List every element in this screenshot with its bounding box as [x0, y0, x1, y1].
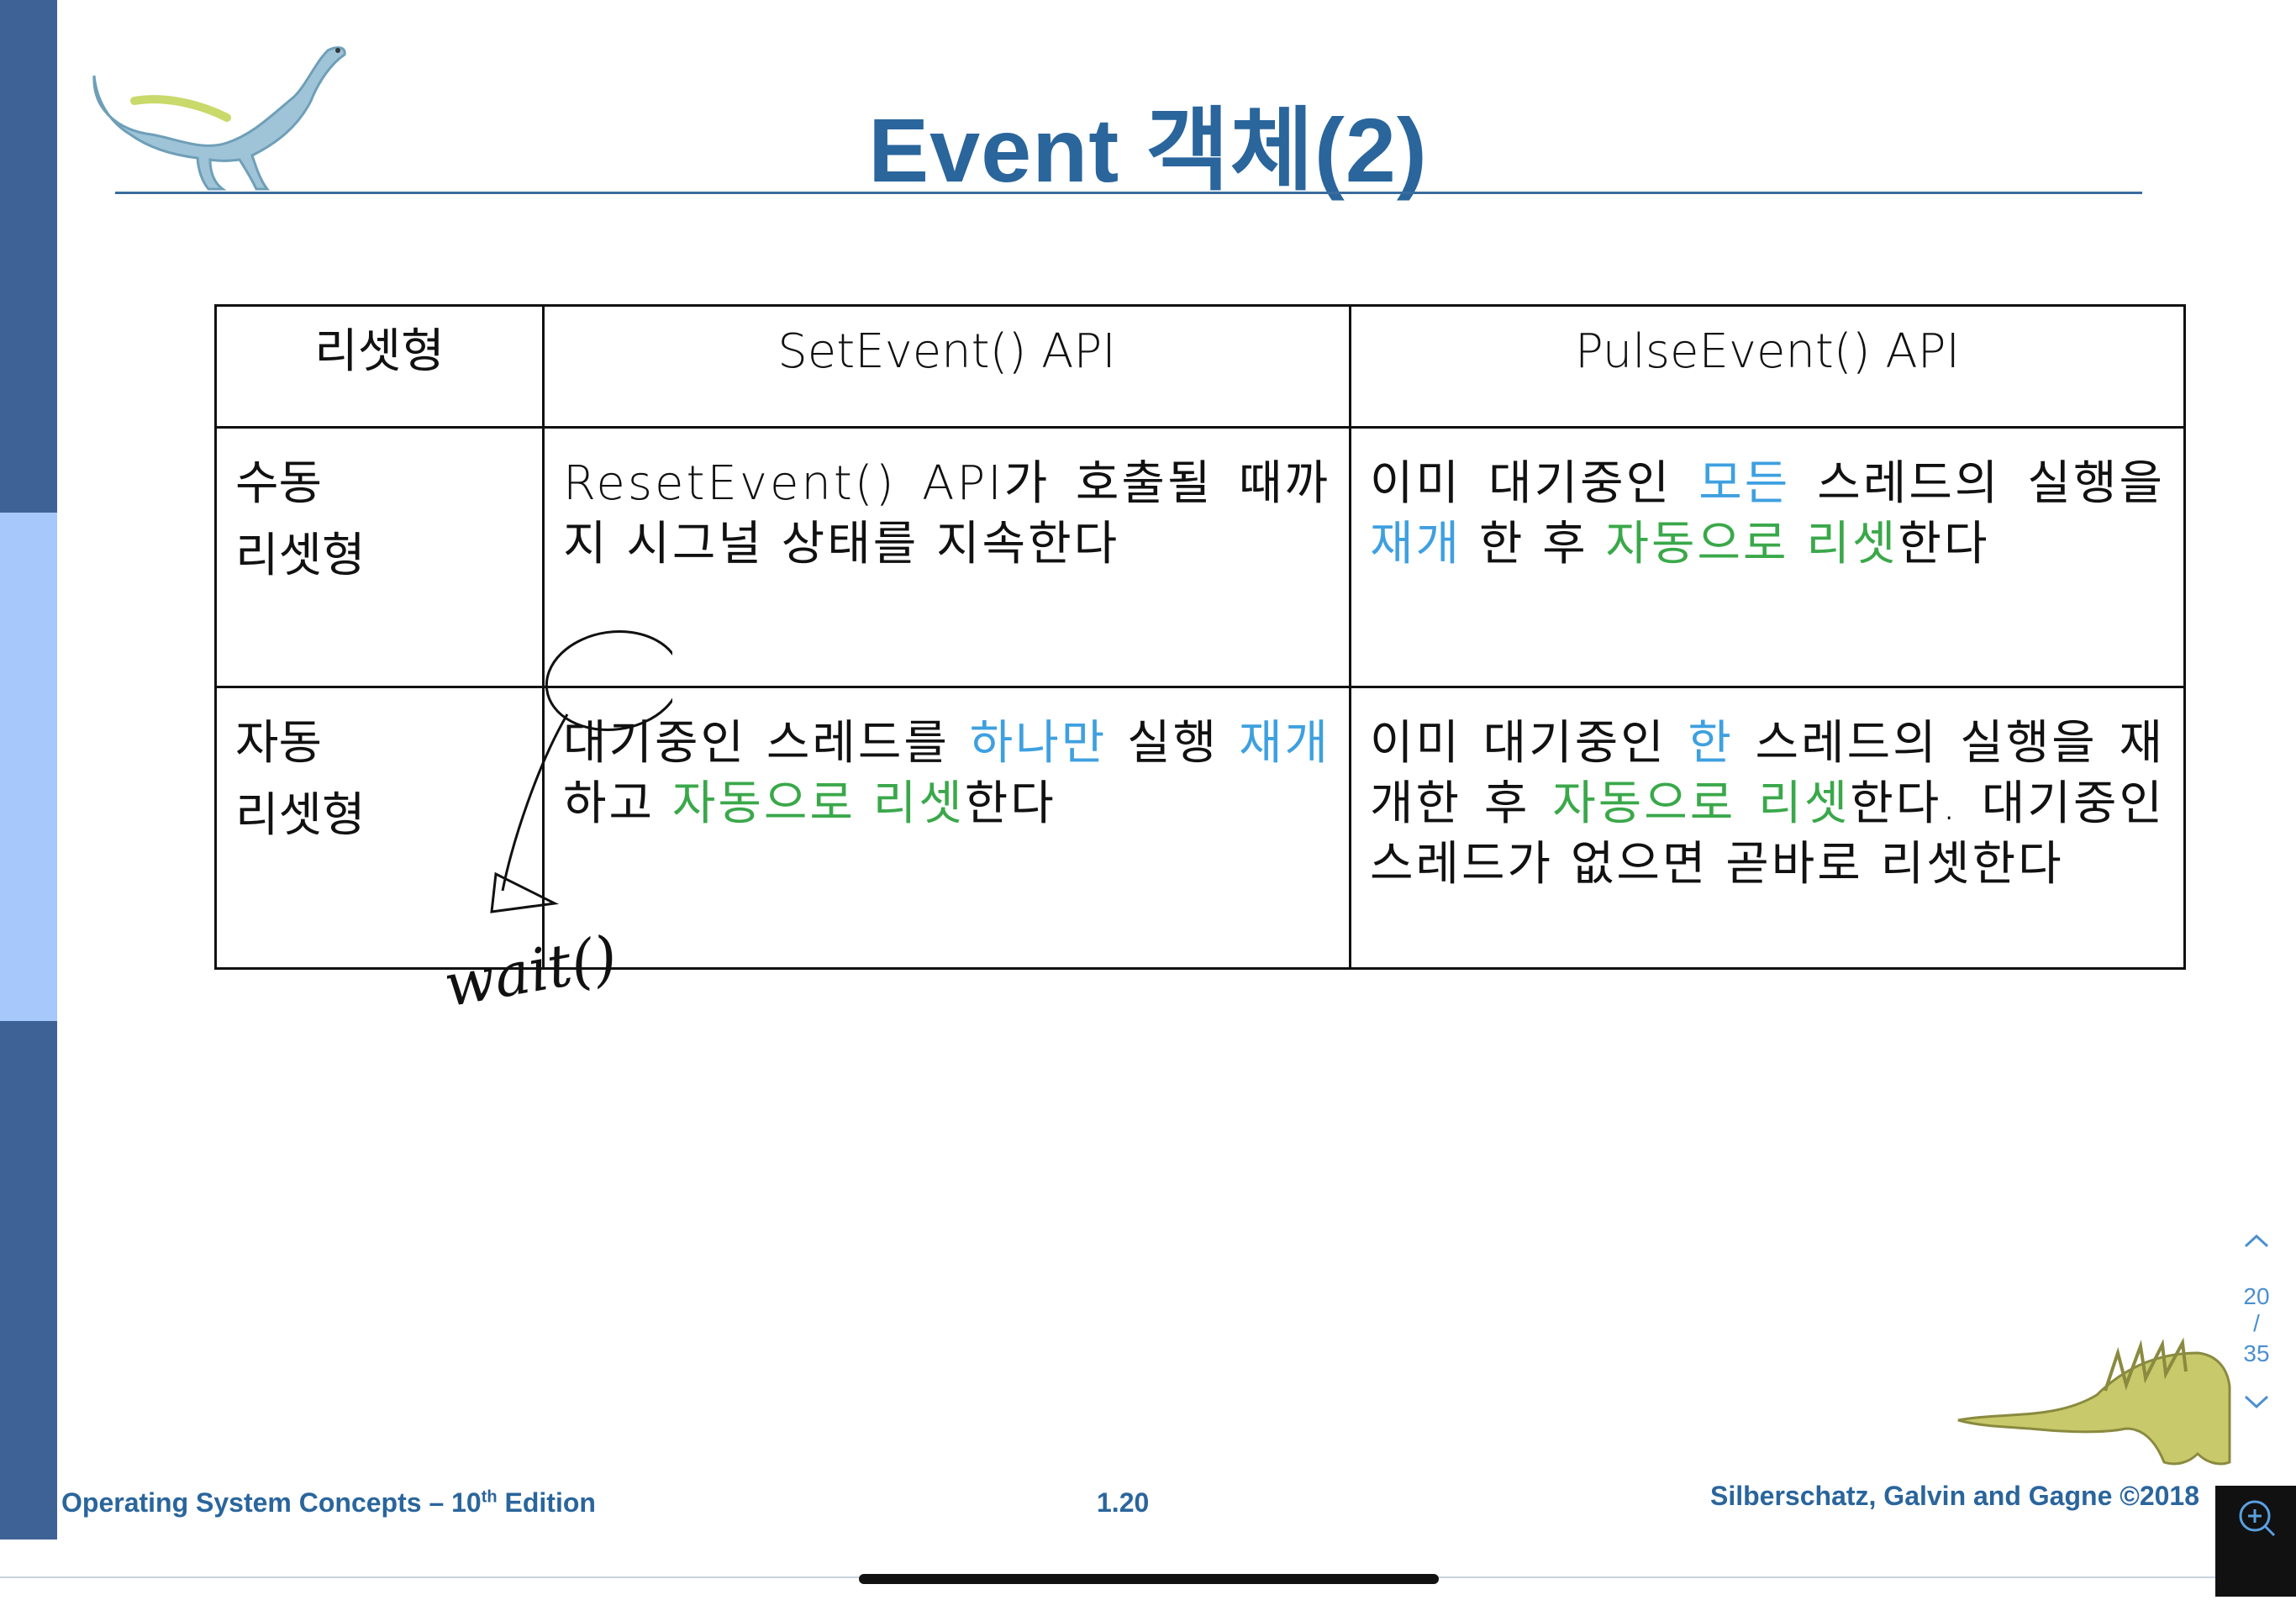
setevent-cell: 대기중인 스레드를 하나만 실행 재개하고 자동으로 리셋한다: [542, 686, 1351, 970]
page-indicator: 20 / 35: [2227, 1223, 2286, 1424]
chevron-up-icon[interactable]: [2227, 1223, 2286, 1256]
table-row-manual-reset: 수동 리셋형 ResetEvent() API가 호출될 때까지 시그널 상태를…: [214, 426, 2186, 688]
header-setevent: SetEvent() API: [542, 304, 1351, 429]
slide-title: Event 객체(2): [868, 99, 1428, 201]
footer-left-suffix: Edition: [497, 1487, 596, 1518]
header-pulseevent: PulseEvent() API: [1349, 304, 2186, 429]
highlight-green-text: 자동으로 리셋: [1605, 517, 1898, 571]
handwritten-annotation: [490, 629, 672, 913]
pulseevent-cell: 이미 대기중인 모든 스레드의 실행을 재개 한 후 자동으로 리셋한다: [1349, 426, 2186, 688]
text-run: 한다. 대기중인 스레드가 없으면 곧바로 리셋한다: [1370, 776, 2165, 892]
footer-left-sup: th: [481, 1487, 498, 1507]
dinosaur-logo: [92, 46, 346, 191]
dinosaur-bottom-logo: [1957, 1337, 2231, 1466]
text-run: 한다: [964, 776, 1056, 831]
highlight-blue-text: 재개: [1370, 517, 1462, 571]
text-run: 하고: [563, 776, 672, 831]
footer-left-prefix: Operating System Concepts – 10: [61, 1487, 482, 1518]
text-run: 한 후: [1461, 517, 1606, 571]
pulseevent-cell: 이미 대기중인 한 스레드의 실행을 재개한 후 자동으로 리셋한다. 대기중인…: [1349, 686, 2186, 970]
text-run: 스레드의 실행을: [1790, 456, 2165, 511]
highlight-blue-text: 한: [1688, 716, 1734, 771]
highlight-blue-text: 모든: [1698, 456, 1791, 511]
highlight-green-text: 자동으로 리셋: [1552, 776, 1851, 831]
page-separator: /: [2253, 1310, 2260, 1336]
title-underline: [115, 192, 2142, 194]
row-type-cell: 자동 리셋형: [214, 686, 545, 970]
row-type-cell: 수동 리셋형: [214, 426, 545, 688]
row-type-line2: 리셋형: [235, 529, 366, 583]
row-type-line1: 수동: [235, 456, 323, 511]
text-run: 이미 대기중인: [1370, 456, 1699, 511]
footer-slide-number: 1.20: [1097, 1487, 1150, 1518]
text-run: 대기중인 스레드를: [563, 716, 970, 771]
zoom-in-icon: [2239, 1500, 2276, 1537]
chevron-down-icon[interactable]: [2227, 1387, 2286, 1420]
left-sidebar-highlight: [0, 513, 57, 1021]
footer-authors: Silberschatz, Galvin and Gagne ©2018: [1710, 1481, 2200, 1511]
home-indicator-bar[interactable]: [859, 1574, 1439, 1584]
highlight-blue-text: 재개: [1238, 716, 1330, 771]
table-row-auto-reset: 자동 리셋형 대기중인 스레드를 하나만 실행 재개하고 자동으로 리셋한다 이…: [214, 686, 2186, 970]
page-current: 20: [2243, 1283, 2270, 1309]
row-type-line2: 리셋형: [235, 788, 366, 843]
event-comparison-table: 리셋형 SetEvent() API PulseEvent() API 수동 리…: [214, 304, 2186, 970]
text-run: 실행: [1107, 716, 1239, 771]
page-total: 35: [2243, 1340, 2270, 1366]
text-run: 스레드의 실행을 재개한 후: [1370, 716, 2165, 831]
zoom-button[interactable]: [2215, 1486, 2296, 1597]
table-header-row: 리셋형 SetEvent() API PulseEvent() API: [214, 304, 2186, 429]
footer-book-title: Operating System Concepts – 10th Edition: [61, 1487, 596, 1518]
text-run: 한다: [1898, 517, 1990, 571]
header-reset-type: 리셋형: [214, 304, 545, 429]
row-type-line1: 자동: [235, 716, 323, 771]
setevent-cell: ResetEvent() API가 호출될 때까지 시그널 상태를 지속한다: [542, 426, 1351, 688]
text-run: 이미 대기중인: [1370, 716, 1688, 771]
highlight-blue-text: 하나만: [969, 716, 1108, 771]
highlight-green-text: 자동으로 리셋: [671, 776, 965, 831]
